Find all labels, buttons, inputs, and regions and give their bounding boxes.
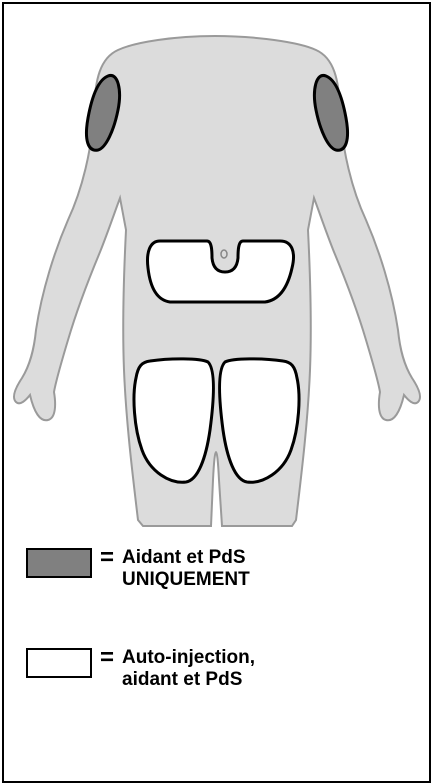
legend-label-line-2: UNIQUEMENT	[122, 569, 250, 591]
legend-label-line-2: aidant et PdS	[122, 669, 255, 691]
legend-equals: =	[100, 647, 114, 669]
legend-item-caregiver-only: = Aidant et PdS UNIQUEMENT	[26, 547, 250, 591]
legend-swatch-white	[26, 648, 92, 678]
legend-label-line-1: Aidant et PdS	[122, 547, 250, 569]
legend-item-self-injection: = Auto-injection, aidant et PdS	[26, 647, 255, 691]
legend-equals: =	[100, 547, 114, 569]
legend-swatch-grey	[26, 548, 92, 578]
legend-label-line-1: Auto-injection,	[122, 647, 255, 669]
